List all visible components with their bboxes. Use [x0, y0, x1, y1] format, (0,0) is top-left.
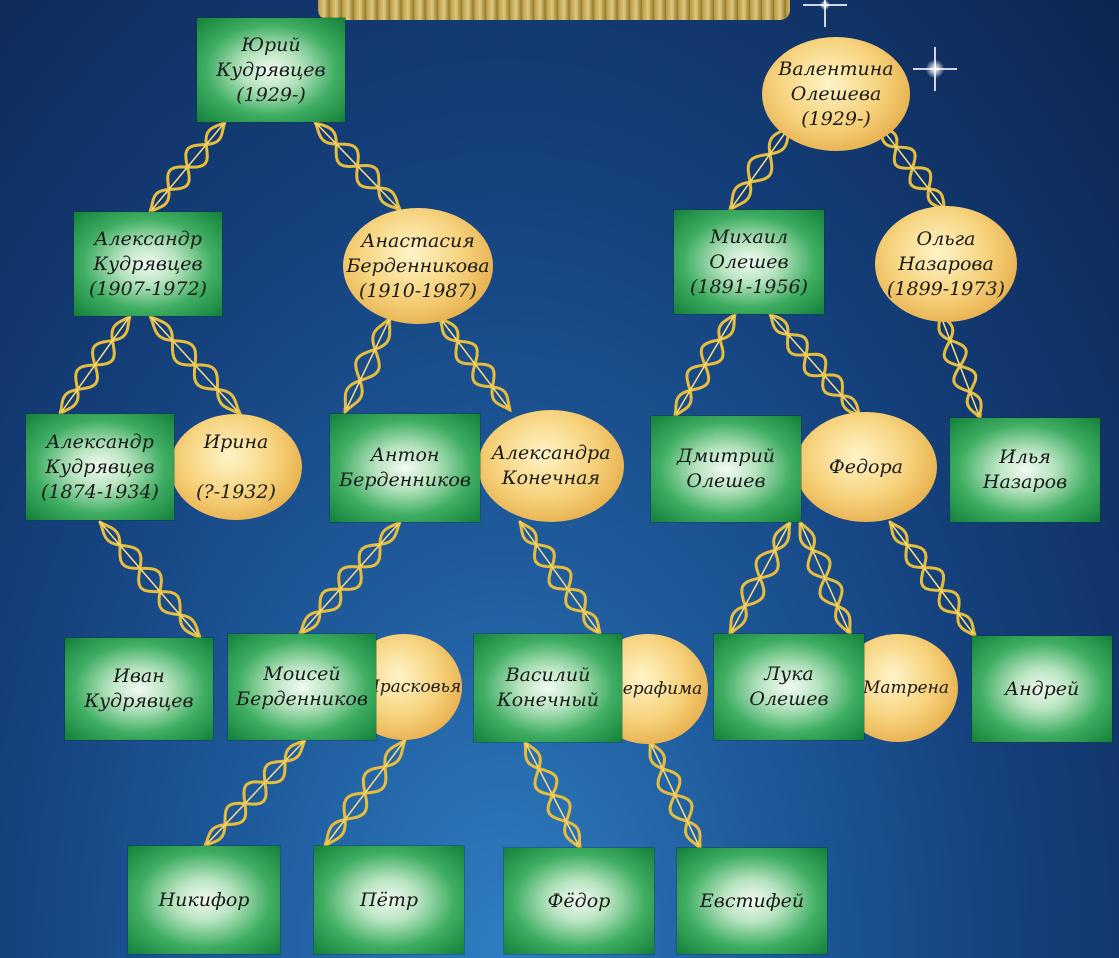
connector-arrow — [889, 521, 977, 639]
person-name: Серафима — [609, 678, 703, 699]
person-mikhail-oleshev: Михаил Олешев (1891-1956) — [674, 210, 824, 314]
person-name: Илья Назаров — [982, 446, 1068, 493]
rope-connector — [888, 520, 977, 638]
person-andrey: Андрей — [972, 636, 1112, 742]
connector-arrow — [879, 125, 947, 213]
person-name: Валентина Олешева (1929-) — [778, 57, 894, 130]
connector-arrow — [524, 741, 582, 851]
person-name: Александра Конечная — [491, 442, 611, 489]
person-anton-berdennikov: Антон Берденников — [330, 414, 480, 522]
rope-connector — [343, 316, 392, 414]
person-name: Александр Кудрявцев (1907-1972) — [89, 227, 207, 300]
connector-arrow — [519, 521, 602, 637]
star-sparkle-icon — [913, 47, 957, 91]
person-moisey-berdennikov: Моисей Берденников — [228, 634, 376, 740]
person-name: Моисей Берденников — [236, 663, 368, 710]
person-name: Ольга Назарова (1899-1973) — [887, 227, 1005, 300]
person-name: Пётр — [360, 888, 418, 911]
connector-arrow — [728, 521, 791, 637]
person-anastasiya-berdennikova: Анастасия Берденникова (1910-1987) — [343, 208, 493, 324]
person-aleksandra-konechnaya: Александра Конечная — [478, 410, 624, 522]
person-name: Василий Конечный — [497, 664, 599, 711]
person-dmitriy-oleshev: Дмитрий Олешев — [651, 416, 801, 522]
person-name: Александр Кудрявцев (1874-1934) — [41, 430, 159, 503]
person-evstifey: Евстифей — [677, 848, 827, 954]
person-aleksandr-kudryavtsev-1874: Александр Кудрявцев (1874-1934) — [26, 414, 174, 520]
connector-arrow — [149, 315, 243, 417]
rope-connector — [888, 520, 977, 638]
person-name: Михаил Олешев (1891-1956) — [690, 225, 808, 298]
person-name: Антон Берденников — [339, 444, 471, 491]
connector-arrow — [314, 121, 403, 213]
connector-arrow — [323, 739, 406, 849]
connector-arrow — [202, 739, 306, 849]
person-name: Евстифей — [699, 889, 805, 912]
connector-arrow — [799, 521, 852, 637]
rope-connector — [518, 520, 602, 636]
person-name: Ирина (?-1932) — [196, 430, 276, 503]
rope-connector — [98, 520, 202, 640]
decorative-gold-banner — [318, 0, 790, 20]
connector-arrow — [649, 741, 702, 851]
connector-arrow — [939, 313, 982, 421]
person-ivan-kudryavtsev: Иван Кудрявцев — [65, 638, 213, 740]
person-name: Анастасия Берденникова (1910-1987) — [346, 229, 490, 302]
star-sparkle-icon — [803, 0, 847, 27]
person-name: Федора — [829, 455, 903, 478]
person-aleksandr-kudryavtsev-1907: Александр Кудрявцев (1907-1972) — [74, 212, 222, 316]
person-pyotr: Пётр — [314, 846, 464, 954]
rope-connector — [298, 520, 402, 636]
person-yuriy-kudryavtsev: Юрий Кудрявцев (1929-) — [197, 18, 345, 122]
rope-connector — [203, 738, 307, 848]
person-luka-oleshev: Лука Олешев — [714, 634, 864, 740]
person-fedora: Федора — [795, 412, 937, 522]
rope-connector — [518, 520, 602, 636]
person-vasiliy-konechniy: Василий Конечный — [474, 634, 622, 742]
rope-connector — [343, 316, 392, 414]
person-irina: Ирина (?-1932) — [170, 414, 302, 520]
rope-connector — [728, 124, 792, 212]
connector-arrow — [58, 315, 131, 417]
rope-connector — [768, 312, 862, 418]
person-olga-nazarova: Ольга Назарова (1899-1973) — [875, 206, 1017, 322]
rope-connector — [728, 124, 792, 212]
rope-connector — [203, 738, 307, 848]
person-nikifor: Никифор — [128, 846, 280, 954]
connector-arrow — [148, 121, 226, 215]
person-name: Дмитрий Олешев — [676, 445, 776, 492]
person-name: Лука Олешев — [749, 663, 829, 710]
person-name: Никифор — [158, 888, 250, 911]
rope-connector — [768, 312, 862, 418]
person-name: Фёдор — [547, 889, 611, 912]
person-name: Юрий Кудрявцев (1929-) — [216, 33, 326, 106]
connector-arrow — [298, 521, 401, 637]
connector-arrow — [673, 313, 736, 419]
person-ilya-nazarov: Илья Назаров — [950, 418, 1100, 522]
rope-connector — [298, 520, 402, 636]
person-valentina-olesheva: Валентина Олешева (1929-) — [762, 37, 910, 151]
person-name: Андрей — [1004, 677, 1080, 700]
rope-connector — [98, 520, 202, 640]
person-name: Иван Кудрявцев — [84, 665, 194, 712]
person-name: Прасковья — [364, 676, 462, 697]
person-name: Матрена — [863, 677, 949, 698]
person-fyodor: Фёдор — [504, 848, 654, 954]
connector-arrow — [439, 317, 512, 413]
connector-arrow — [343, 317, 391, 415]
connector-arrow — [769, 313, 862, 419]
connector-arrow — [99, 521, 202, 641]
connector-arrow — [728, 125, 791, 213]
